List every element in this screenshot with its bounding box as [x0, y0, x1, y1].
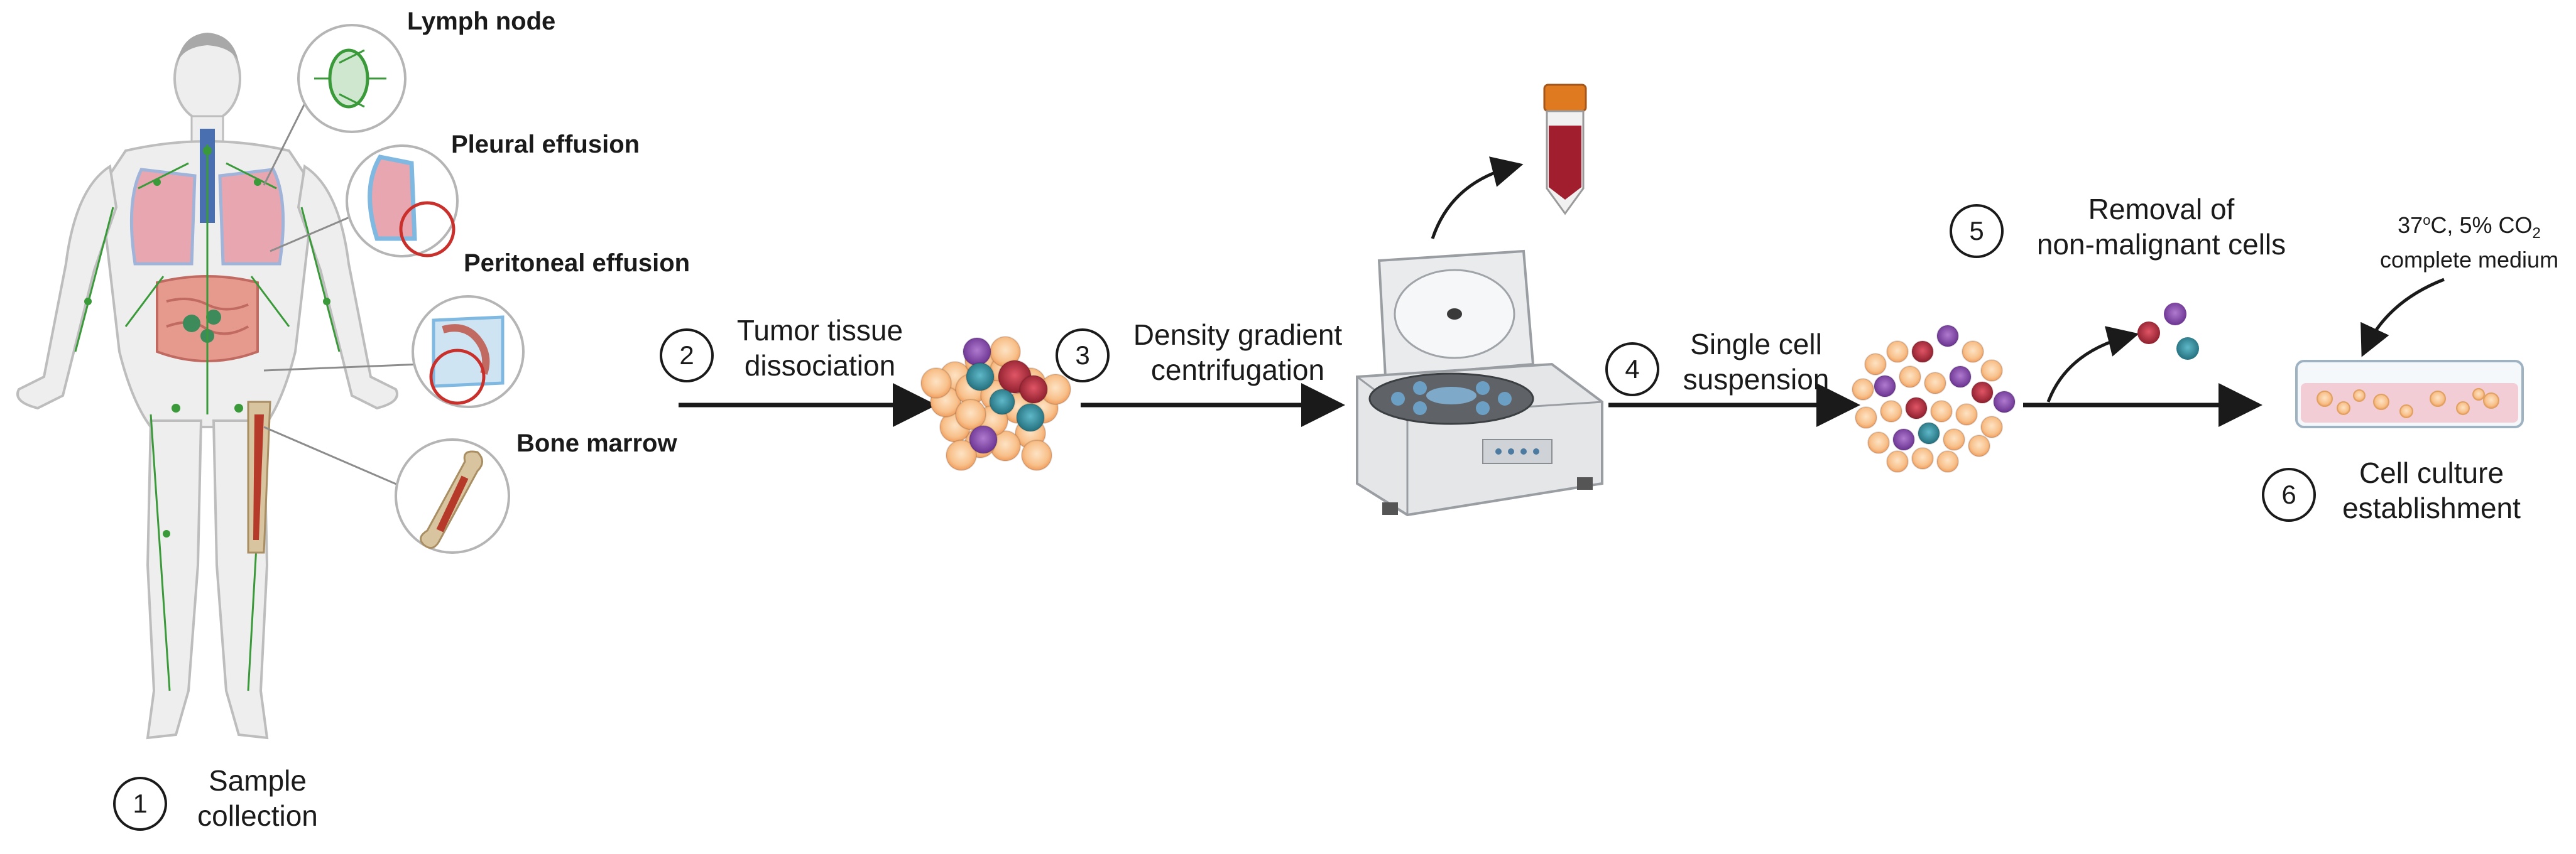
step-5-line-1: Removal of: [2088, 193, 2235, 225]
step-5-line-2: non-malignant cells: [2036, 228, 2286, 261]
peritoneal-effusion-callout: [412, 295, 525, 408]
suspension-cell: [1936, 450, 1959, 473]
site-label-lymph-node: Lymph node: [407, 8, 556, 35]
arrow-conditions: [2360, 278, 2445, 357]
suspension-cell: [1855, 406, 1877, 429]
suspension-cell: [1962, 340, 1984, 363]
suspension-cell: [1886, 340, 1909, 363]
tumor-cell-teal: [966, 362, 995, 391]
step-number-1: 1: [113, 777, 167, 831]
suspension-cell: [1971, 381, 1994, 404]
suspension-cell: [1949, 365, 1972, 388]
suspension-cell: [1955, 403, 1978, 426]
tumor-cell-red: [1019, 375, 1048, 404]
suspension-cell: [1886, 450, 1909, 473]
step-1-line-1: Sample: [209, 764, 307, 797]
co2-subscript: 2: [2532, 225, 2541, 242]
step-6-line-2: establishment: [2342, 492, 2521, 524]
tumor-cell: [946, 440, 977, 471]
suspension-cell: [1880, 400, 1902, 423]
suspension-cell: [1980, 416, 2003, 438]
suspension-cell: [1911, 447, 1934, 470]
step-number-6: 6: [2262, 468, 2316, 522]
step-3-line-2: centrifugation: [1150, 354, 1325, 386]
suspension-cell: [1867, 431, 1890, 454]
step-2-line-1: Tumor tissue: [736, 314, 903, 347]
suspension-cell: [1943, 428, 1965, 451]
suspension-cell: [1930, 400, 1953, 423]
suspension-cell: [1892, 428, 1915, 451]
site-label-bone-marrow: Bone marrow: [516, 430, 677, 457]
tumor-cell: [920, 367, 952, 399]
step-number-2: 2: [660, 328, 714, 382]
lymph-node-callout: [297, 24, 407, 133]
suspension-cell: [1852, 378, 1874, 401]
degree-sign: o: [2423, 212, 2431, 228]
step-4-line-1: Single cell: [1690, 328, 1822, 360]
step-1-line-2: collection: [197, 799, 318, 832]
culture-conditions-line-1: 37oC, 5% CO2: [2375, 207, 2563, 247]
culture-medium: complete medium: [2379, 247, 2559, 273]
suspension-cell: [1864, 353, 1887, 376]
tumor-cell-purple: [963, 337, 991, 366]
suspension-cell: [1874, 375, 1896, 397]
suspension-cell: [1899, 365, 1921, 388]
step-label-2: Tumor tissue dissociation: [716, 313, 924, 383]
step-label-3: Density gradient centrifugation: [1112, 317, 1363, 387]
bone-marrow-callout: [395, 438, 510, 554]
arrow-removal: [2046, 326, 2139, 403]
removed-cells: [2137, 303, 2199, 360]
tumor-cell-teal: [1016, 403, 1045, 432]
site-label-pleural-effusion: Pleural effusion: [451, 131, 640, 158]
step-label-4: Single cell suspension: [1662, 327, 1850, 397]
suspension-cell: [1918, 422, 1940, 445]
tumor-cell: [1021, 440, 1052, 471]
tumor-cell: [955, 399, 986, 430]
suspension-cell: [1936, 325, 1959, 347]
suspension-cell: [1968, 435, 1990, 457]
step-label-6: Cell culture establishment: [2325, 455, 2538, 526]
step-number-4: 4: [1605, 342, 1659, 396]
centrifuge-tube: [1543, 84, 1587, 215]
step-number-5: 5: [1950, 204, 2004, 258]
step-label-5: Removal of non-malignant cells: [2029, 192, 2293, 262]
step-label-1: Sample collection: [176, 763, 339, 833]
suspension-cell: [1993, 391, 2016, 413]
suspension-cell: [1924, 372, 1946, 394]
step-6-line-1: Cell culture: [2359, 457, 2504, 489]
step-4-line-2: suspension: [1683, 363, 1830, 396]
suspension-cell: [1911, 340, 1934, 363]
process-arrows: [679, 156, 2445, 427]
culture-gas: C, 5% CO: [2430, 212, 2533, 238]
tumor-cell-purple: [969, 425, 998, 454]
tumor-tissue-cluster: [920, 336, 1071, 471]
pleural-effusion-callout: [346, 144, 459, 257]
site-label-peritoneal-effusion: Peritoneal effusion: [464, 249, 690, 277]
suspension-cell: [1905, 397, 1928, 419]
step-3-line-1: Density gradient: [1133, 318, 1343, 351]
single-cell-suspension: [1852, 325, 2016, 473]
tumor-cell-teal: [989, 389, 1015, 415]
culture-temperature: 37: [2398, 212, 2423, 238]
step-2-line-2: dissociation: [744, 349, 896, 382]
step-number-3: 3: [1056, 328, 1110, 382]
culture-dish: [2295, 360, 2524, 428]
arrow-to-tube: [1431, 156, 1524, 239]
centrifuge-illustration: [1356, 249, 1603, 517]
culture-conditions: 37oC, 5% CO2 complete medium: [2375, 207, 2563, 273]
suspension-cell: [1980, 359, 2003, 382]
human-body-illustration: [16, 33, 398, 740]
